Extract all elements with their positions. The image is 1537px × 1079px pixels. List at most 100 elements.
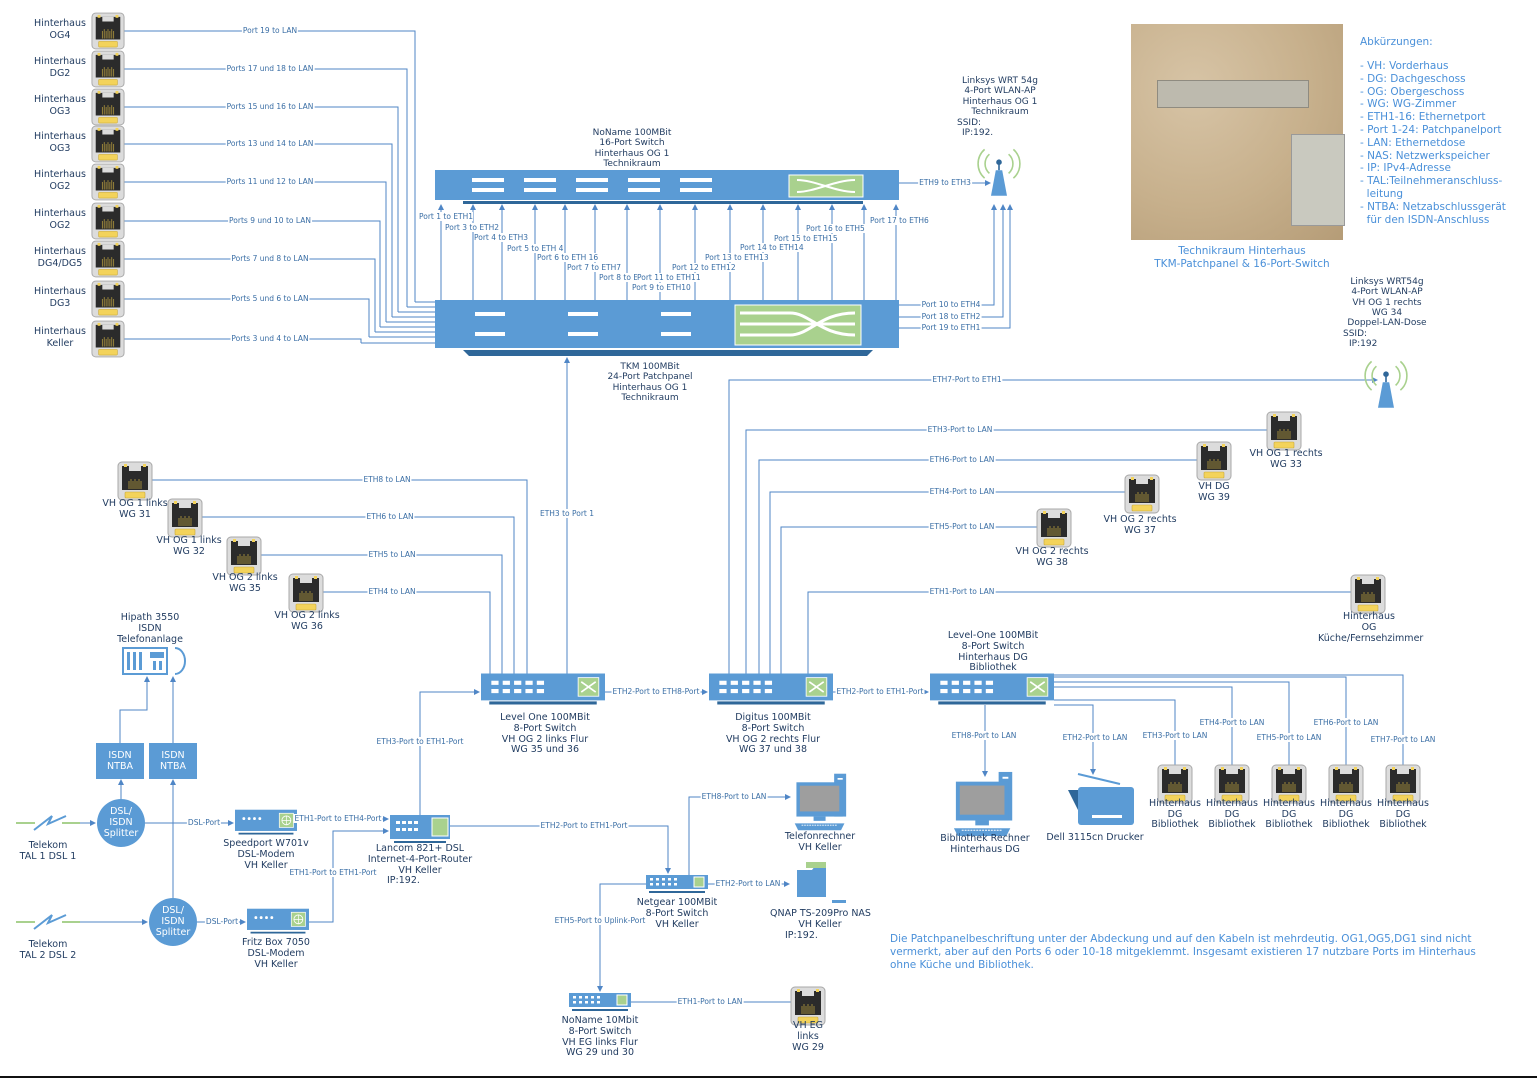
wlan-ap-icon[interactable] (1364, 360, 1408, 409)
port-icon (472, 178, 504, 182)
port-icon (680, 188, 712, 192)
modem1-icon[interactable] (235, 809, 297, 835)
ntba1-pbx-line (119, 676, 150, 743)
netgear-label: Netgear 100MBit 8-Port Switch VH Keller (636, 897, 718, 930)
ap1-label: Linksys WRT 54g 4-Port WLAN-AP Hinterhau… (961, 76, 1039, 117)
bib-outlet-line (1054, 699, 1178, 781)
pc-icon[interactable] (953, 771, 1013, 837)
outlet-link-label: Ports 13 und 14 to LAN (225, 139, 315, 148)
rj45-outlet-icon[interactable] (1036, 508, 1072, 548)
patchpanel-cable-icon (740, 311, 856, 337)
patch-to-outlet-line (111, 336, 362, 343)
kueche-label: Hinterhaus OG Küche/Fernsehzimmer (1318, 611, 1424, 644)
port-icon (475, 312, 505, 316)
kueche-line (807, 589, 1373, 675)
photo-caption: Technikraum Hinterhaus TKM-Patchpanel & … (1154, 245, 1330, 270)
switch-digitus-icon[interactable] (709, 673, 833, 705)
telefonrechner-label: Telefonrechner VH Keller (784, 831, 856, 853)
router-base (394, 841, 446, 843)
patch-link-label: Port 12 to ETH12 (672, 263, 736, 272)
wlan-ap-icon[interactable] (977, 148, 1021, 197)
outlet-link-label: Ports 17 und 18 to LAN (225, 64, 315, 73)
rj45-outlet-icon[interactable] (1124, 474, 1160, 514)
abbreviation-item: - WG: WG-Zimmer (1360, 98, 1457, 111)
abbreviation-item: - IP: IPv4-Adresse (1360, 162, 1451, 175)
rj45-outlet-icon[interactable] (1196, 441, 1232, 481)
patch-link-label: Port 13 to ETH13 (705, 253, 769, 262)
uplink-label: ETH3 to Port 1 (538, 509, 596, 518)
bibliothek-pc-label: Bibliothek Rechner Hinterhaus DG (940, 833, 1030, 855)
eg-link-label: ETH1-Port to LAN (676, 997, 744, 1006)
vh-right-line (769, 489, 1147, 675)
port-icon (402, 828, 406, 831)
vh-left-line (136, 477, 528, 675)
abbreviation-item: - ETH1-16: Ethernetport (1360, 111, 1486, 124)
abbreviation-item: - DG: Dachgeschoss (1360, 72, 1466, 85)
vh-right-line (758, 457, 1219, 675)
rj45-outlet-icon[interactable] (117, 461, 153, 501)
pbx-key (159, 661, 162, 670)
modem1-out-label: ETH1-Port to ETH4-Port (293, 814, 383, 823)
ap2-link-line (728, 377, 1378, 675)
vh-left-line (307, 589, 491, 675)
port-icon (414, 821, 418, 824)
outlet-link-label: Ports 11 und 12 to LAN (225, 177, 315, 186)
rj45-outlet-icon[interactable] (1350, 574, 1386, 614)
technikraum-photo (1131, 24, 1345, 240)
outlet-label: Hinterhaus Keller (34, 326, 86, 349)
outlet-label: Hinterhaus OG2 (34, 208, 86, 231)
vh-left-outlet-label: VH OG 1 links WG 32 (156, 535, 222, 557)
lightning-icon (33, 815, 67, 831)
port-icon (402, 821, 406, 824)
bibliothek-outlet-label: Hinterhaus DG Bibliothek (1320, 798, 1372, 831)
switch-dg-label: Level-One 100MBit 8-Port Switch Hinterha… (947, 630, 1039, 674)
netgear-crossover-icon (693, 876, 705, 888)
rj45-outlet-icon[interactable] (288, 573, 324, 613)
vh-right-outlet-label: VH OG 1 rechts WG 33 (1249, 448, 1323, 470)
port-icon (674, 878, 677, 881)
patch-to-outlet-line (111, 28, 416, 302)
port-icon (573, 1001, 576, 1004)
ap2-link-label: ETH7-Port to ETH1 (931, 375, 1003, 384)
switch-levelone-icon[interactable] (481, 673, 605, 705)
switch-dg-icon[interactable] (930, 673, 1054, 705)
switch16-label: NoName 100MBit 16-Port Switch Hinterhaus… (592, 128, 672, 169)
patchpanel-side-label: Port 19 to ETH1 (920, 323, 982, 332)
port-icon (568, 332, 598, 336)
bib-outlet-link-label: ETH5-Port to LAN (1255, 733, 1323, 742)
port-icon (591, 1001, 594, 1004)
switch-levelone-label: Level One 100MBit 8-Port Switch VH OG 2 … (500, 712, 590, 756)
splitter2-icon (149, 898, 197, 946)
port-icon (628, 178, 660, 182)
modem2-label: Fritz Box 7050 DSL-Modem VH Keller (242, 937, 310, 970)
port-icon (597, 996, 600, 999)
netgear-eg-line (597, 883, 646, 992)
switch16-base (463, 201, 863, 204)
port-icon (573, 996, 576, 999)
bib-outlet-link-label: ETH6-Port to LAN (1312, 718, 1380, 727)
bib-printer-link-label: ETH2-Port to LAN (1061, 733, 1129, 742)
printer-paper (1077, 773, 1121, 785)
vh-right-outlet-label: VH DG WG 39 (1198, 481, 1230, 503)
pbx-slot (139, 652, 142, 670)
vh-left-line (245, 552, 503, 675)
rj45-outlet-icon[interactable] (1266, 411, 1302, 451)
link-digitus-dg-label: ETH2-Port to ETH1-Port (835, 687, 925, 696)
port-icon (579, 1001, 582, 1004)
eg-outlet-label: VH EG links WG 29 (792, 1020, 824, 1053)
port-icon (585, 1001, 588, 1004)
patch-link-label: Port 3 to ETH2 (445, 223, 500, 232)
abbreviation-item: - NAS: Netzwerkspeicher (1360, 149, 1490, 162)
abbreviation-item: - VH: Vorderhaus (1360, 60, 1449, 72)
port-icon (668, 883, 671, 886)
vh-left-outlet-label: VH OG 1 links WG 31 (102, 498, 168, 520)
switch-digitus-label: Digitus 100MBit 8-Port Switch VH OG 2 re… (725, 712, 821, 756)
printer-tray (1068, 790, 1078, 810)
patch-to-outlet-line (111, 141, 393, 317)
router-ip: IP:192. (387, 875, 420, 886)
modem2-icon[interactable] (247, 908, 309, 934)
pc-icon[interactable] (794, 773, 847, 831)
patch-to-outlet-line (111, 296, 370, 337)
outlet-link-label: Port 19 to LAN (241, 26, 299, 35)
